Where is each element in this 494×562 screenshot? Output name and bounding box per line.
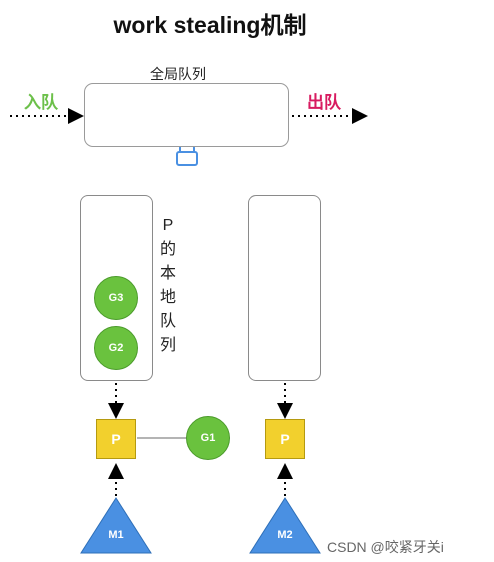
dequeue-label: 出队 [307,93,341,112]
local-queue-p2 [248,195,321,381]
local-queue-label-char: 的 [159,241,176,258]
processor-p2: P [265,419,305,459]
local-queue-label-char: 本 [159,265,176,282]
machine-m1-label: M1 [108,529,124,541]
enqueue-label: 入队 [24,93,58,112]
m2-triangle [249,497,321,554]
local-queue-label-char: P [162,217,174,234]
local-queue-label-char: 队 [159,313,176,330]
diagram-title: work stealing机制 [113,12,307,38]
m1-triangle [80,497,152,554]
processor-p1: P [96,419,136,459]
global-queue [84,83,289,147]
watermark: CSDN @咬紧牙关i [327,539,444,555]
goroutine-g1: G1 [186,416,230,460]
goroutine-g2: G2 [94,326,138,370]
local-queue-label-char: 地 [159,289,176,306]
local-queue-label: P 的 本 地 队 列 [158,214,178,358]
global-queue-label: 全局队列 [150,66,206,82]
goroutine-g3: G3 [94,276,138,320]
machine-m2-label: M2 [277,529,293,541]
local-queue-label-char: 列 [159,337,176,354]
